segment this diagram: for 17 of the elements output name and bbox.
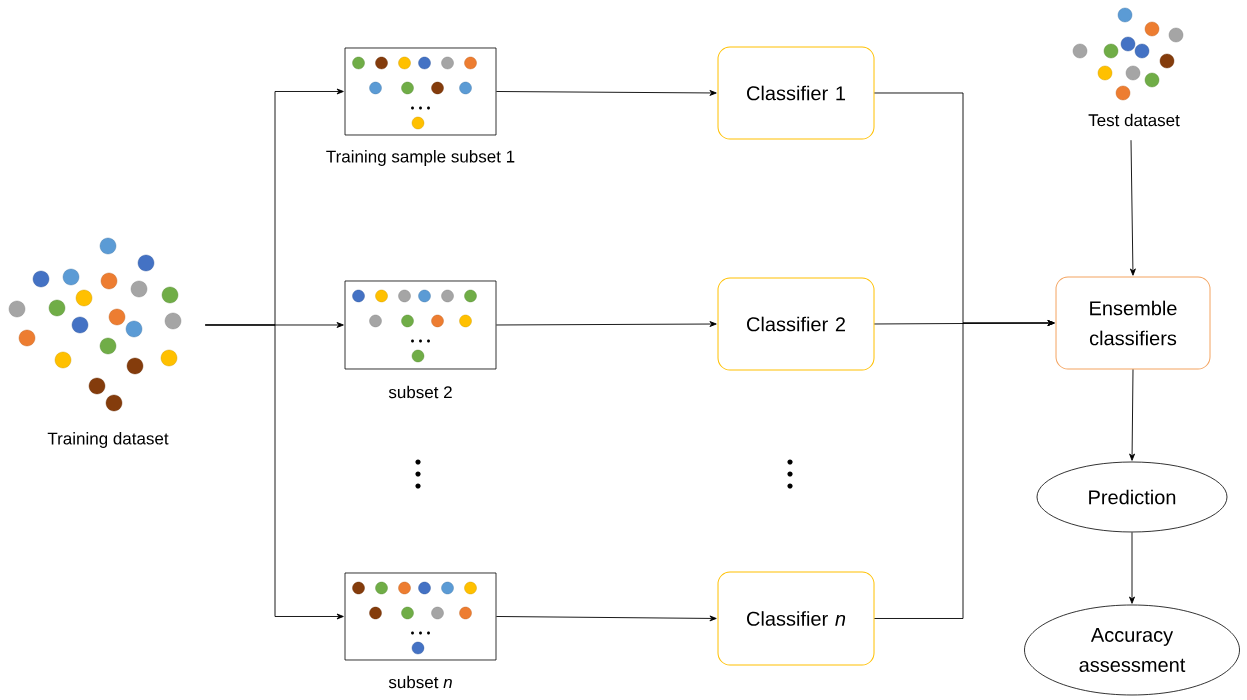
arrow: [495, 615, 717, 622]
node-label: Test dataset: [1088, 113, 1180, 127]
node-label: subset n: [388, 675, 452, 689]
arrow: [495, 321, 717, 327]
classifier-box: Classifier 1: [717, 46, 875, 140]
arrow: [204, 324, 344, 620]
node-label: Training dataset: [47, 432, 169, 448]
node-label: Training sample subset 1: [326, 150, 515, 166]
node-label: subset 2: [388, 385, 452, 399]
arrow: [495, 90, 717, 96]
classifier-box: Classifier 2: [717, 277, 875, 371]
arrow: [874, 320, 1055, 619]
arrow: [1129, 139, 1136, 276]
classifier-box: Classifier n: [717, 571, 875, 666]
arrow: [1129, 531, 1135, 604]
ensemble-box: Ensemble classifiers: [1055, 276, 1211, 370]
arrow: [1129, 369, 1135, 461]
